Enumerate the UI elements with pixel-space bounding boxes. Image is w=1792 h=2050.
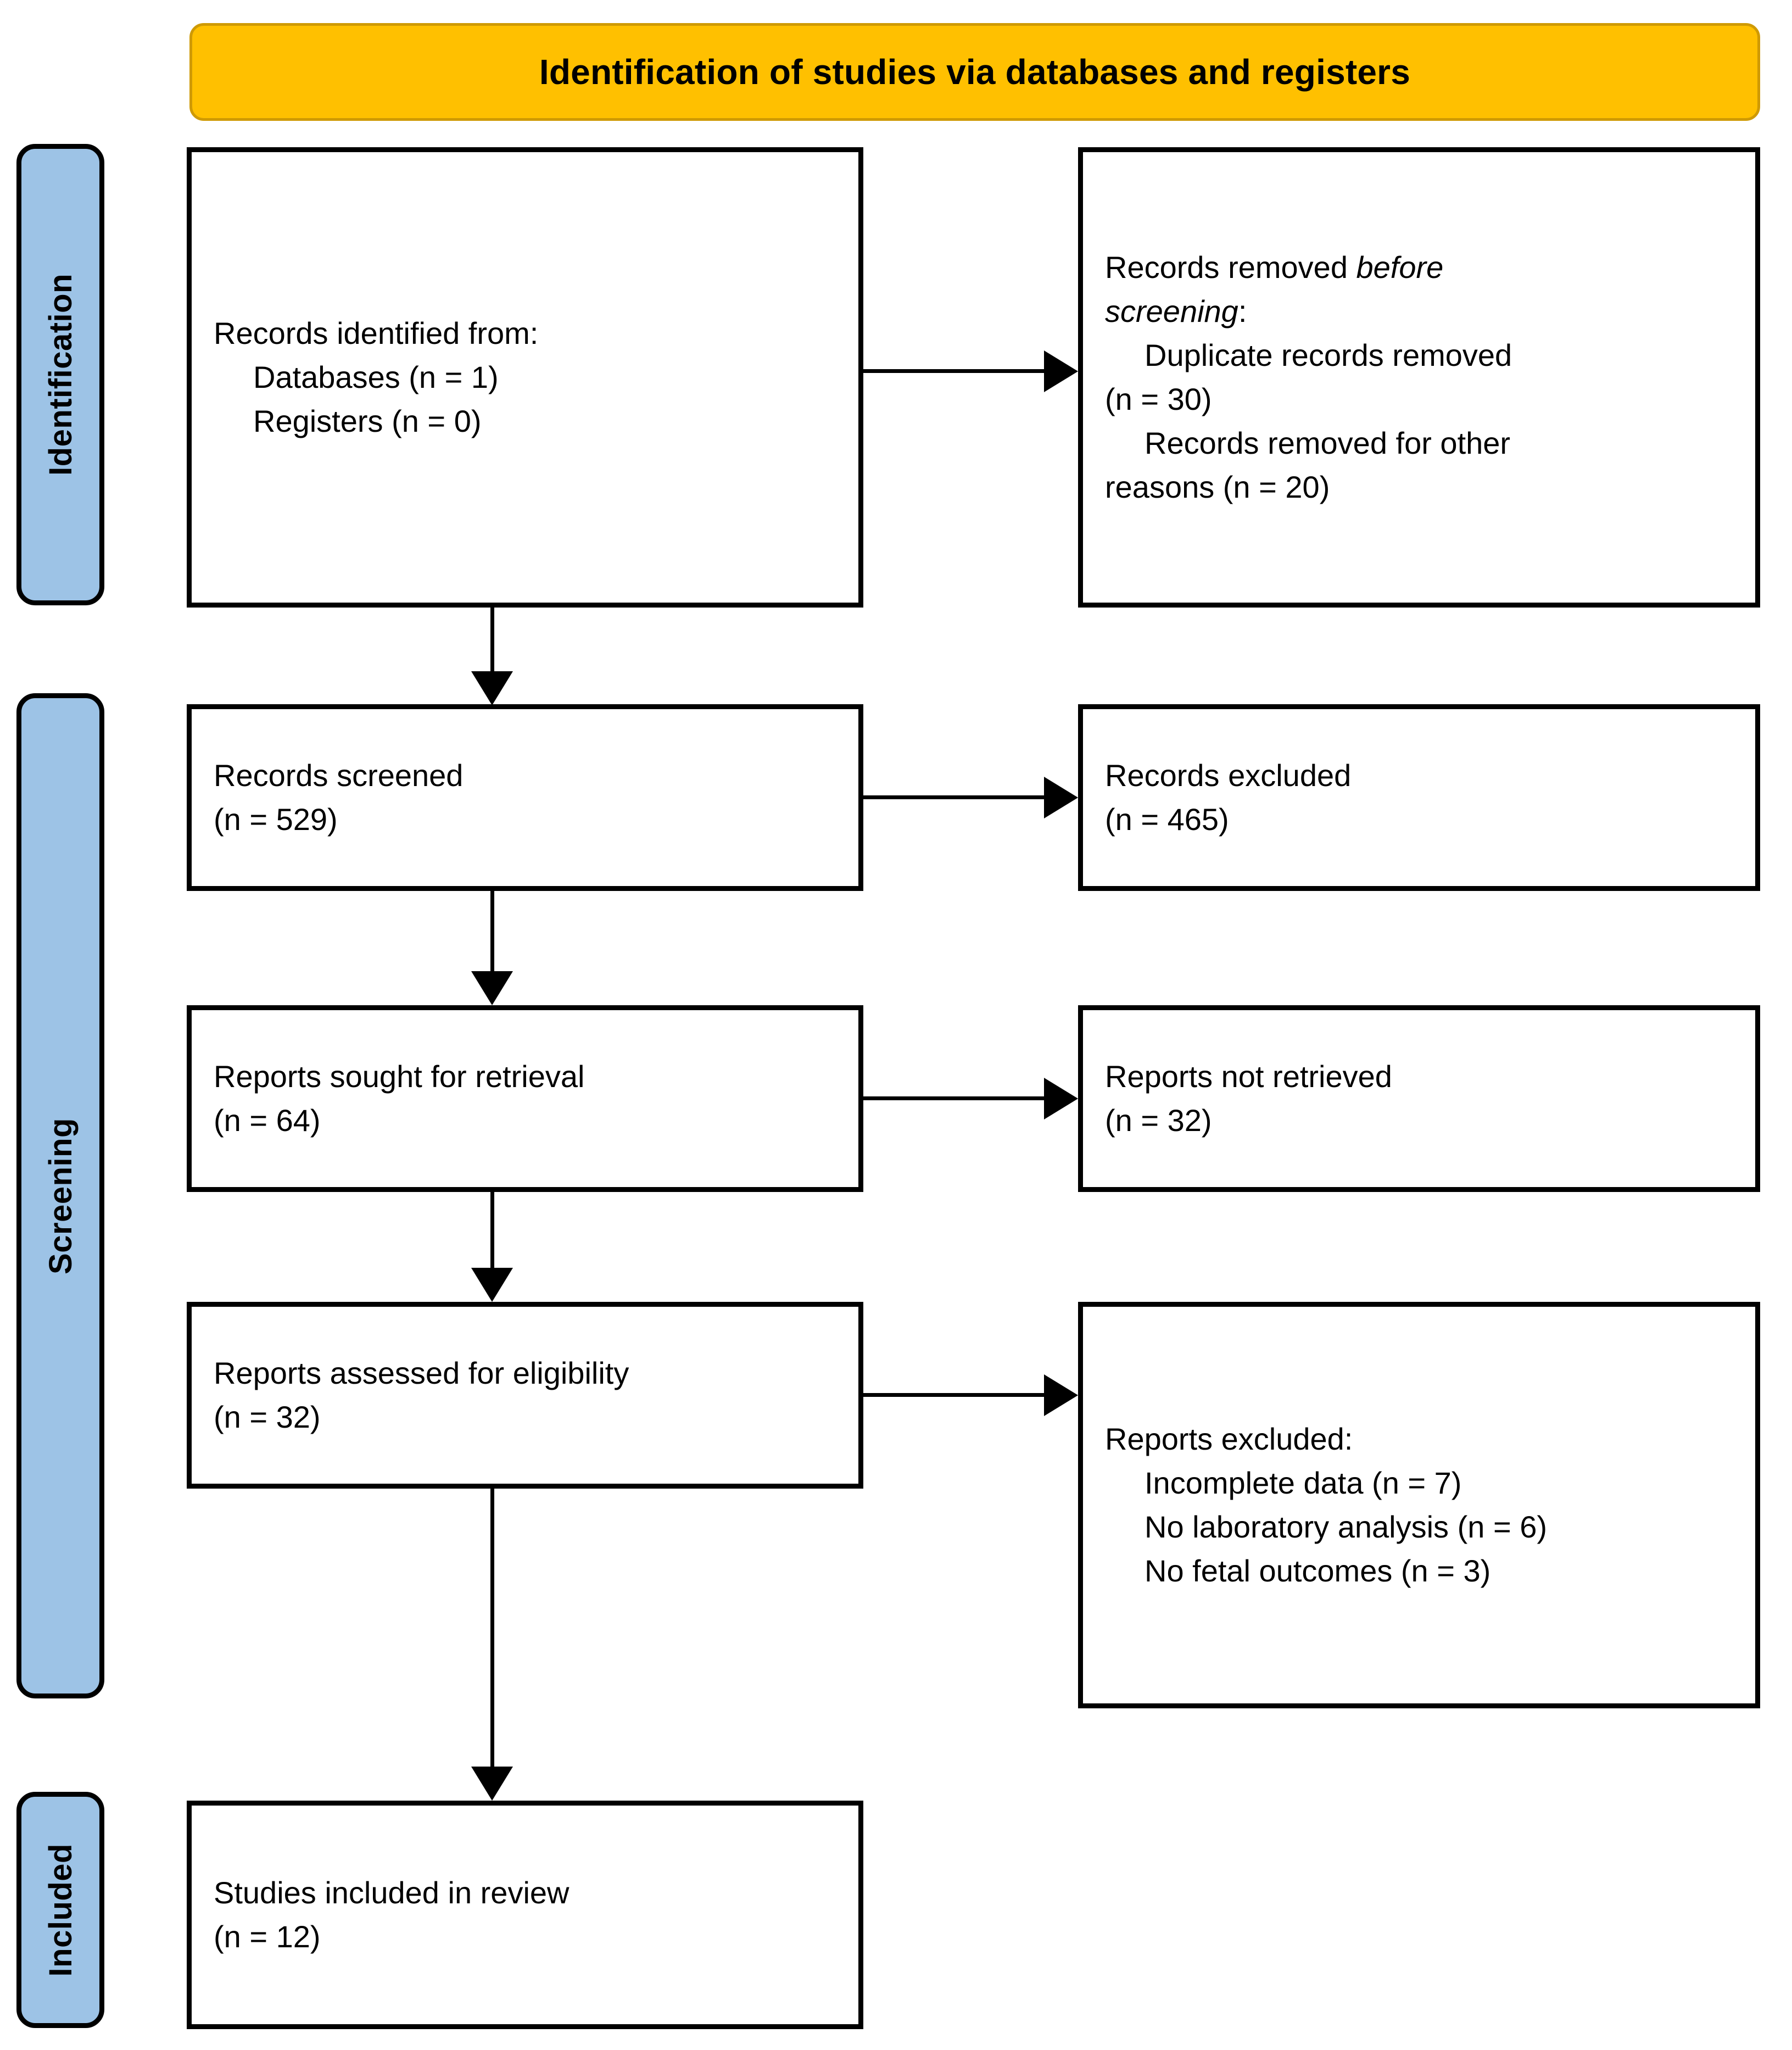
node-reports-not-retrieved: Reports not retrieved (n = 32) — [1078, 1005, 1760, 1192]
edge-sought-to-notretrieved-arrowhead — [1044, 1078, 1078, 1119]
node-reports-sought-line-1: Reports sought for retrieval — [214, 1059, 585, 1094]
edge-sought-to-notretrieved-line — [863, 1096, 1047, 1100]
stage-label-screening-text: Screening — [42, 1117, 79, 1274]
edge-sought-to-assessed-line — [490, 1192, 494, 1270]
edge-identified-to-removed-line — [863, 369, 1047, 373]
diagram-title: Identification of studies via databases … — [539, 52, 1411, 92]
node-records-excluded: Records excluded (n = 465) — [1078, 704, 1760, 891]
node-records-removed-line-1: Records removed before — [1105, 246, 1733, 289]
node-records-screened-line-1: Records screened — [214, 757, 464, 793]
edge-screened-to-sought-arrowhead — [471, 971, 513, 1005]
node-reports-excluded-reason-2: No laboratory analysis (n = 6) — [1145, 1509, 1548, 1544]
node-reports-excluded-reason-1: Incomplete data (n = 7) — [1145, 1465, 1462, 1500]
edge-identified-to-screened-line — [490, 608, 494, 675]
node-records-screened: Records screened (n = 529) — [187, 704, 863, 891]
node-records-removed-line-2: screening: — [1105, 289, 1733, 333]
node-reports-assessed-line-2: (n = 32) — [214, 1400, 321, 1434]
node-records-removed-italic-screening: screening — [1105, 293, 1238, 328]
node-records-removed-italic-before: before — [1356, 249, 1444, 285]
edge-screened-to-sought-line — [490, 891, 494, 973]
edge-screened-to-excluded-arrowhead — [1044, 777, 1078, 818]
node-records-removed-line-3: Duplicate records removed — [1145, 337, 1512, 372]
node-records-removed-line-5: Records removed for other — [1145, 426, 1511, 461]
node-reports-assessed-line-1: Reports assessed for eligibility — [214, 1355, 629, 1390]
edge-sought-to-assessed-arrowhead — [471, 1268, 513, 1302]
node-records-identified-line-1: Records identified from: — [214, 315, 539, 350]
stage-label-identification-text: Identification — [42, 274, 79, 476]
node-reports-assessed: Reports assessed for eligibility (n = 32… — [187, 1302, 863, 1489]
stage-label-included-text: Included — [42, 1843, 79, 1977]
node-studies-included-line-1: Studies included in review — [214, 1875, 570, 1910]
node-reports-excluded-header: Reports excluded: — [1105, 1421, 1353, 1456]
node-reports-excluded-reason-3: No fetal outcomes (n = 3) — [1145, 1553, 1491, 1589]
edge-identified-to-removed-arrowhead — [1044, 350, 1078, 392]
node-records-identified-line-2: Databases (n = 1) — [253, 359, 499, 394]
node-reports-sought: Reports sought for retrieval (n = 64) — [187, 1005, 863, 1192]
node-reports-excluded: Reports excluded: Incomplete data (n = 7… — [1078, 1302, 1760, 1708]
node-studies-included: Studies included in review (n = 12) — [187, 1801, 863, 2029]
diagram-header-banner: Identification of studies via databases … — [189, 23, 1760, 121]
edge-assessed-to-reportsexcluded-line — [863, 1393, 1047, 1397]
node-reports-not-retrieved-line-1: Reports not retrieved — [1105, 1059, 1392, 1094]
node-reports-not-retrieved-line-2: (n = 32) — [1105, 1103, 1212, 1138]
node-records-removed-prefix: Records removed — [1105, 249, 1356, 285]
node-records-removed-line-6: reasons (n = 20) — [1105, 470, 1330, 505]
stage-label-screening: Screening — [16, 693, 104, 1698]
stage-label-included: Included — [16, 1792, 104, 2028]
node-records-removed-colon: : — [1238, 293, 1247, 328]
edge-assessed-to-reportsexcluded-arrowhead — [1044, 1374, 1078, 1416]
node-records-removed: Records removed before screening: Duplic… — [1078, 147, 1760, 608]
node-records-identified-line-3: Registers (n = 0) — [253, 404, 482, 439]
node-records-removed-line-4: (n = 30) — [1105, 382, 1212, 416]
node-records-excluded-line-2: (n = 465) — [1105, 802, 1229, 837]
edge-screened-to-excluded-line — [863, 795, 1047, 799]
edge-identified-to-screened-arrowhead — [471, 671, 513, 705]
edge-assessed-to-included-line — [490, 1489, 494, 1769]
node-records-screened-line-2: (n = 529) — [214, 802, 338, 837]
node-reports-sought-line-2: (n = 64) — [214, 1103, 321, 1138]
node-records-identified: Records identified from: Databases (n = … — [187, 147, 863, 608]
node-records-excluded-line-1: Records excluded — [1105, 757, 1352, 793]
node-studies-included-line-2: (n = 12) — [214, 1919, 321, 1954]
stage-label-identification: Identification — [16, 144, 104, 605]
edge-assessed-to-included-arrowhead — [471, 1767, 513, 1801]
